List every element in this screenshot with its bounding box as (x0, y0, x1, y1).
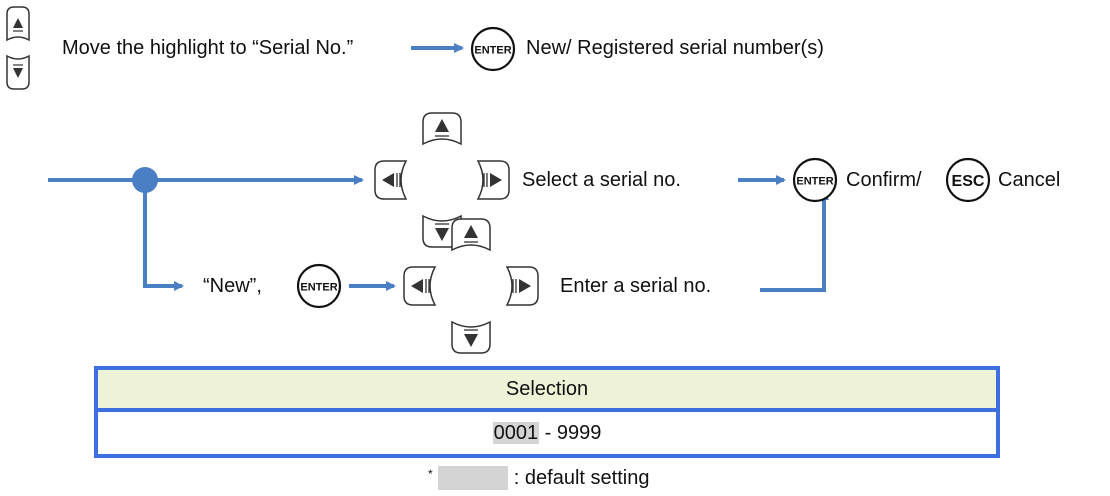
default-value: 0001 (492, 422, 540, 444)
step1-result-text: New/ Registered serial number(s) (526, 37, 824, 59)
range-rest: - 9999 (539, 422, 602, 444)
footnote-text: : default setting (513, 467, 650, 489)
new-label-text: “New”, (203, 275, 262, 297)
esc-key-label: ESC (952, 173, 985, 190)
confirm-text: Confirm/ (846, 169, 922, 191)
enter-key-label: ENTER (796, 176, 833, 188)
enter-key-label: ENTER (300, 282, 337, 294)
enter-key-icon: ENTER (470, 26, 516, 72)
footnote-star: * (428, 467, 433, 481)
enter-key-label: ENTER (474, 45, 511, 57)
default-swatch (438, 466, 509, 490)
table-header: Selection (98, 370, 996, 412)
enter-key-icon: ENTER (296, 263, 342, 309)
enter-serial-text: Enter a serial no. (560, 275, 712, 297)
flow-enter-to-confirm (760, 190, 829, 292)
selection-table: Selection 0001 - 9999 (94, 366, 1000, 458)
esc-key-icon: ESC (945, 157, 991, 203)
select-serial-text: Select a serial no. (522, 169, 681, 191)
four-way-key-icon (403, 218, 539, 354)
up-down-key-icon (6, 6, 30, 90)
flow-branch-new (143, 180, 184, 291)
enter-key-icon: ENTER (792, 157, 838, 203)
footnote: * : default setting (428, 466, 649, 490)
table-range-row: 0001 - 9999 (98, 412, 996, 454)
cancel-text: Cancel (998, 169, 1061, 191)
step1-text: Move the highlight to “Serial No.” (62, 37, 354, 59)
